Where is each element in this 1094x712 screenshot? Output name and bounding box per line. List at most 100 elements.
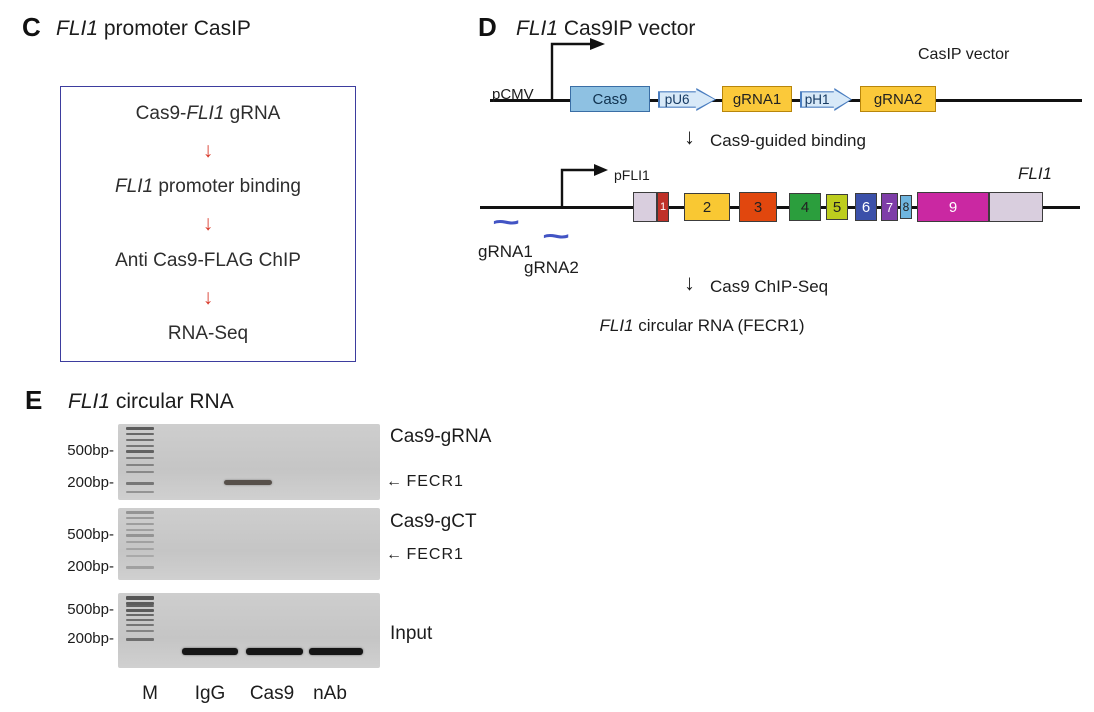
step2-label: Cas9 ChIP-Seq (710, 277, 829, 296)
flow-step-2: FLI1 promoter binding (115, 176, 301, 198)
ladder-rung (126, 555, 154, 557)
cas9-box: Cas9 (570, 86, 650, 112)
flow-step-1: Cas9-FLI1 gRNA (136, 103, 281, 125)
gel2-band-pointer: ← FECR1 (386, 546, 464, 564)
exon-6: 6 (855, 193, 877, 221)
panel-e-title: FLI1 circular RNA (68, 390, 234, 414)
marker-200bp: 200bp- (67, 474, 114, 491)
panel-d-caption: FLI1 circular RNA (FECR1) (502, 316, 902, 336)
ladder-rung (126, 630, 154, 632)
gel1-band-pointer: ← FECR1 (386, 473, 464, 491)
down-arrow-icon: ↓ (684, 270, 695, 295)
pu6-arrow-fill (659, 89, 715, 110)
casip-vector-annotation: CasIP vector (918, 46, 1010, 63)
left-arrow-icon: ← (386, 546, 402, 563)
flow-step-1-pre: Cas9- (135, 103, 187, 124)
input-band-cas9 (246, 648, 303, 655)
marker-500bp: 500bp- (67, 601, 114, 618)
gene-backbone-line (480, 206, 1080, 209)
pcmv-label: pCMV (492, 86, 534, 103)
exon-1: 1 (657, 192, 669, 222)
grna1-squiggle-icon: ~ (492, 206, 521, 239)
panel-e-title-gene: FLI1 (68, 390, 111, 413)
lane-label-m: M (142, 683, 158, 704)
gel3-name: Input (390, 623, 433, 644)
ladder-rung (126, 605, 154, 607)
down-arrow-icon: ↓ (684, 124, 695, 149)
ph1-promoter-arrow: pH1 (800, 88, 852, 111)
panel-c-title-rest: promoter CasIP (98, 17, 251, 40)
red-down-arrow-icon: ↓ (202, 139, 214, 163)
panel-d-title-gene: FLI1 (516, 17, 559, 40)
fecr1-label: FECR1 (406, 546, 464, 563)
pu6-promoter-arrow: pU6 (658, 88, 716, 111)
pfli1-arrow-shaft (560, 168, 594, 208)
pcmv-promoter-arrow-icon (550, 38, 605, 99)
lane-label-cas9: Cas9 (249, 683, 295, 704)
ladder-rung (126, 464, 154, 466)
pfli1-promoter-arrow-icon (560, 164, 608, 208)
flow-step-3-pre: Anti Cas9-FLAG ChIP (115, 249, 301, 271)
pcmv-arrow-shaft (550, 42, 590, 99)
panel-d-title: FLI1 Cas9IP vector (516, 17, 695, 41)
exon-2: 2 (684, 193, 730, 221)
pfli1-arrow-head (594, 164, 608, 176)
ladder-rung (126, 548, 154, 550)
ladder-rung (126, 511, 154, 514)
gel-cas9-gct (118, 508, 380, 580)
grna1-box: gRNA1 (722, 86, 792, 112)
step1-label: Cas9-guided binding (710, 131, 866, 150)
grna2-site-label: gRNA2 (524, 258, 579, 277)
ph1-arrow-fill (801, 89, 851, 110)
marker-500bp: 500bp- (67, 526, 114, 543)
flow-step-1-post: gRNA (224, 103, 281, 124)
ladder-rung-500bp (126, 534, 154, 537)
panel-c: C FLI1 promoter CasIP Cas9-FLI1 gRNA ↓ F… (20, 10, 470, 375)
caption-rest: circular RNA (FECR1) (633, 316, 805, 335)
ph1-label: pH1 (804, 92, 830, 107)
ladder-rung (126, 491, 154, 493)
exon-5: 5 (826, 194, 848, 220)
pu6-label: pU6 (664, 92, 690, 107)
marker-200bp: 200bp- (67, 630, 114, 647)
caption-gene: FLI1 (599, 316, 634, 335)
panel-d-letter: D (478, 12, 497, 42)
ladder-rung (126, 457, 154, 459)
ladder-rung-200bp (126, 482, 154, 485)
utr3-box (989, 192, 1043, 222)
grna2-box: gRNA2 (860, 86, 936, 112)
flow-step-4-pre: RNA-Seq (167, 322, 249, 344)
pcmv-arrow-head (590, 38, 605, 50)
ladder-rung-200bp (126, 566, 154, 569)
ladder-rung (126, 471, 154, 473)
left-arrow-icon: ← (386, 473, 402, 490)
flow-step-1-gene: FLI1 (186, 103, 225, 124)
panel-d-title-rest: Cas9IP vector (558, 17, 696, 40)
ladder-rung (126, 624, 154, 626)
utr5-box (633, 192, 657, 222)
panel-e-letter: E (25, 385, 43, 415)
exon-4: 4 (789, 193, 821, 221)
gel-input (118, 593, 380, 668)
ladder-rung (126, 517, 154, 519)
red-down-arrow-icon: ↓ (202, 212, 214, 236)
gel-cas9-grna (118, 424, 380, 500)
grna2-squiggle-icon: ~ (542, 220, 571, 253)
input-band-nab (309, 648, 363, 655)
pfli1-label: pFLI1 (614, 167, 650, 183)
ladder-rung-200bp (126, 638, 154, 641)
ladder-rung (126, 596, 154, 600)
flow-step-4: RNA-Seq (168, 323, 248, 345)
ladder-rung (126, 445, 154, 447)
red-down-arrow-icon: ↓ (202, 285, 214, 309)
panel-c-title: FLI1 promoter CasIP (56, 17, 251, 41)
gel2-name: Cas9-gCT (390, 511, 477, 532)
ladder-rung (126, 619, 154, 621)
flow-step-2-post: promoter binding (153, 176, 301, 198)
flowchart-box: Cas9-FLI1 gRNA ↓ FLI1 promoter binding ↓… (60, 86, 356, 362)
exon-3: 3 (739, 192, 777, 222)
fecr1-band (224, 480, 272, 485)
ladder-rung (126, 602, 154, 605)
ladder-rung (126, 541, 154, 543)
